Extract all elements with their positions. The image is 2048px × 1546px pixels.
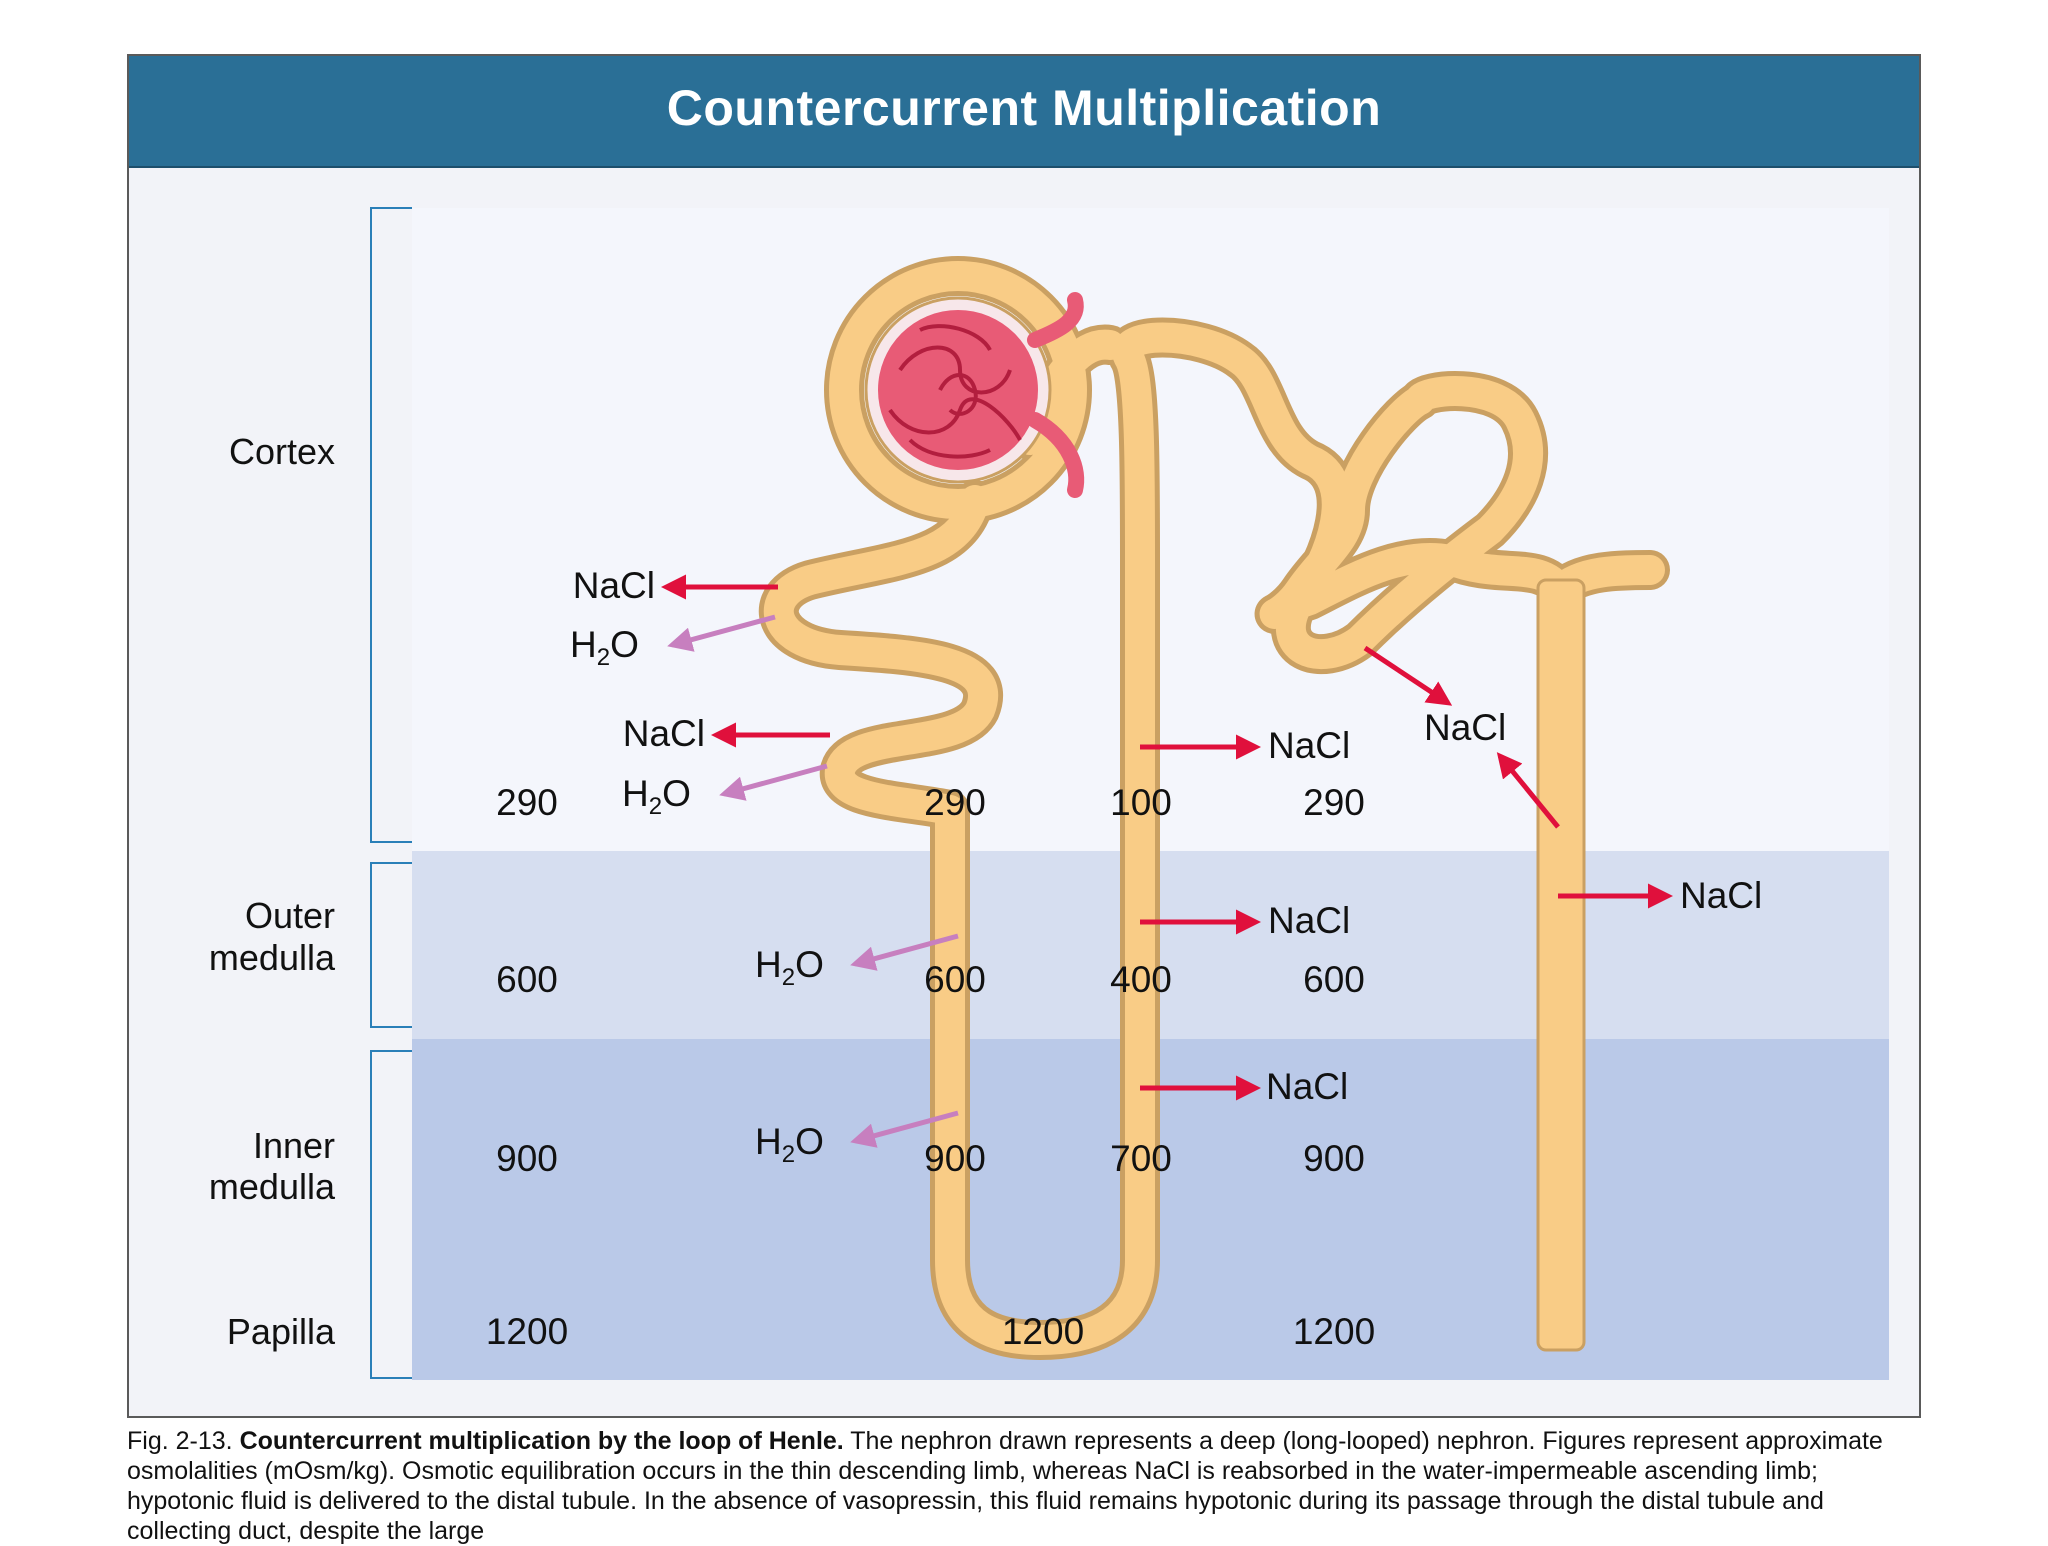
- zone-label-outer-medulla-1: Outer: [245, 895, 335, 936]
- thin-descending-limb: [940, 895, 960, 1275]
- descending-osm-outer: 600: [924, 959, 986, 1000]
- interstitium-osm-papilla: 1200: [486, 1311, 568, 1352]
- h2o-sub: 2: [782, 964, 795, 991]
- afferent-arteriole: [1027, 292, 1084, 348]
- h2o-arrow-pct-2: [719, 763, 828, 801]
- collecting-osm-outer: 600: [1303, 959, 1365, 1000]
- nacl-arrow-cd-up: [1496, 752, 1560, 829]
- outer-medulla-bracket: [370, 862, 412, 1028]
- zone-brackets: [370, 207, 412, 1379]
- interstitium-osm-cortex: 290: [496, 782, 558, 823]
- nacl-label-asc-cortex: NaCl: [1268, 725, 1350, 766]
- interstitium-osm-inner: 900: [496, 1138, 558, 1179]
- descending-osm-inner: 900: [924, 1138, 986, 1179]
- h2o-sub: 2: [649, 793, 662, 820]
- zone-label-papilla: Papilla: [227, 1311, 336, 1352]
- collecting-duct: [1536, 578, 1586, 1352]
- nacl-arrow-dct-out: [1363, 645, 1453, 706]
- nacl-label-asc-inner: NaCl: [1266, 1066, 1348, 1107]
- h2o-label-pct-2: H2O: [622, 773, 691, 820]
- nacl-label-dct: NaCl: [1424, 707, 1506, 748]
- loop-tip-osm: 1200: [1002, 1311, 1084, 1352]
- h2o-h: H: [622, 773, 649, 814]
- h2o-o: O: [795, 944, 824, 985]
- collecting-osm-cortex: 290: [1303, 782, 1365, 823]
- nacl-label-pct-1: NaCl: [573, 565, 655, 606]
- nephron-tubule: [758, 256, 1670, 1360]
- ascending-osm-inner: 700: [1110, 1138, 1172, 1179]
- h2o-sub: 2: [782, 1141, 795, 1168]
- h2o-arrow-outer: [850, 933, 959, 971]
- ascending-osm-outer: 400: [1110, 959, 1172, 1000]
- h2o-h: H: [755, 944, 782, 985]
- inner-medulla-bracket: [370, 1050, 412, 1379]
- nacl-label-cd: NaCl: [1680, 875, 1762, 916]
- glomerulus: [864, 292, 1085, 498]
- thick-ascending-limb: [1128, 560, 1152, 1020]
- h2o-h: H: [570, 624, 597, 665]
- h2o-sub: 2: [597, 644, 610, 671]
- efferent-arteriole: [1027, 412, 1085, 498]
- descending-osm-cortex: 290: [924, 782, 986, 823]
- h2o-label-outer: H2O: [755, 944, 824, 991]
- h2o-arrows: [667, 614, 959, 1148]
- flux-labels: NaCl NaCl NaCl NaCl NaCl NaCl NaCl H2O H…: [570, 565, 1762, 1168]
- nacl-arrows: [661, 574, 1673, 1101]
- h2o-label-inner: H2O: [755, 1121, 824, 1168]
- collecting-osm-inner: 900: [1303, 1138, 1365, 1179]
- h2o-o: O: [795, 1121, 824, 1162]
- zone-label-inner-medulla-2: medulla: [209, 1166, 336, 1207]
- zone-label-outer-medulla-2: medulla: [209, 937, 336, 978]
- h2o-arrow-inner: [850, 1110, 959, 1148]
- collecting-osm-papilla: 1200: [1293, 1311, 1375, 1352]
- h2o-arrow-pct-1: [667, 614, 776, 652]
- h2o-label-pct-1: H2O: [570, 624, 639, 671]
- caption-body: The nephron drawn represents a deep (lon…: [127, 1427, 1883, 1545]
- figure-caption: Fig. 2-13. Countercurrent multiplication…: [127, 1426, 1927, 1546]
- osmolality-values: 290 600 900 1200 290 600 900 1200 100 40…: [486, 782, 1375, 1352]
- nacl-label-pct-2: NaCl: [623, 713, 705, 754]
- title-bar: Countercurrent Multiplication: [129, 56, 1919, 168]
- caption-fig-number: Fig. 2-13.: [127, 1427, 233, 1455]
- interstitium-osm-outer: 600: [496, 959, 558, 1000]
- zone-label-inner-medulla-1: Inner: [253, 1125, 335, 1166]
- figure-title: Countercurrent Multiplication: [666, 80, 1382, 136]
- cortex-bracket: [370, 207, 412, 843]
- h2o-o: O: [610, 624, 639, 665]
- nacl-label-asc-outer: NaCl: [1268, 900, 1350, 941]
- caption-title: Countercurrent multiplication by the loo…: [239, 1427, 844, 1455]
- zone-label-cortex: Cortex: [229, 431, 335, 472]
- ascending-osm-cortex: 100: [1110, 782, 1172, 823]
- h2o-o: O: [662, 773, 691, 814]
- h2o-h: H: [755, 1121, 782, 1162]
